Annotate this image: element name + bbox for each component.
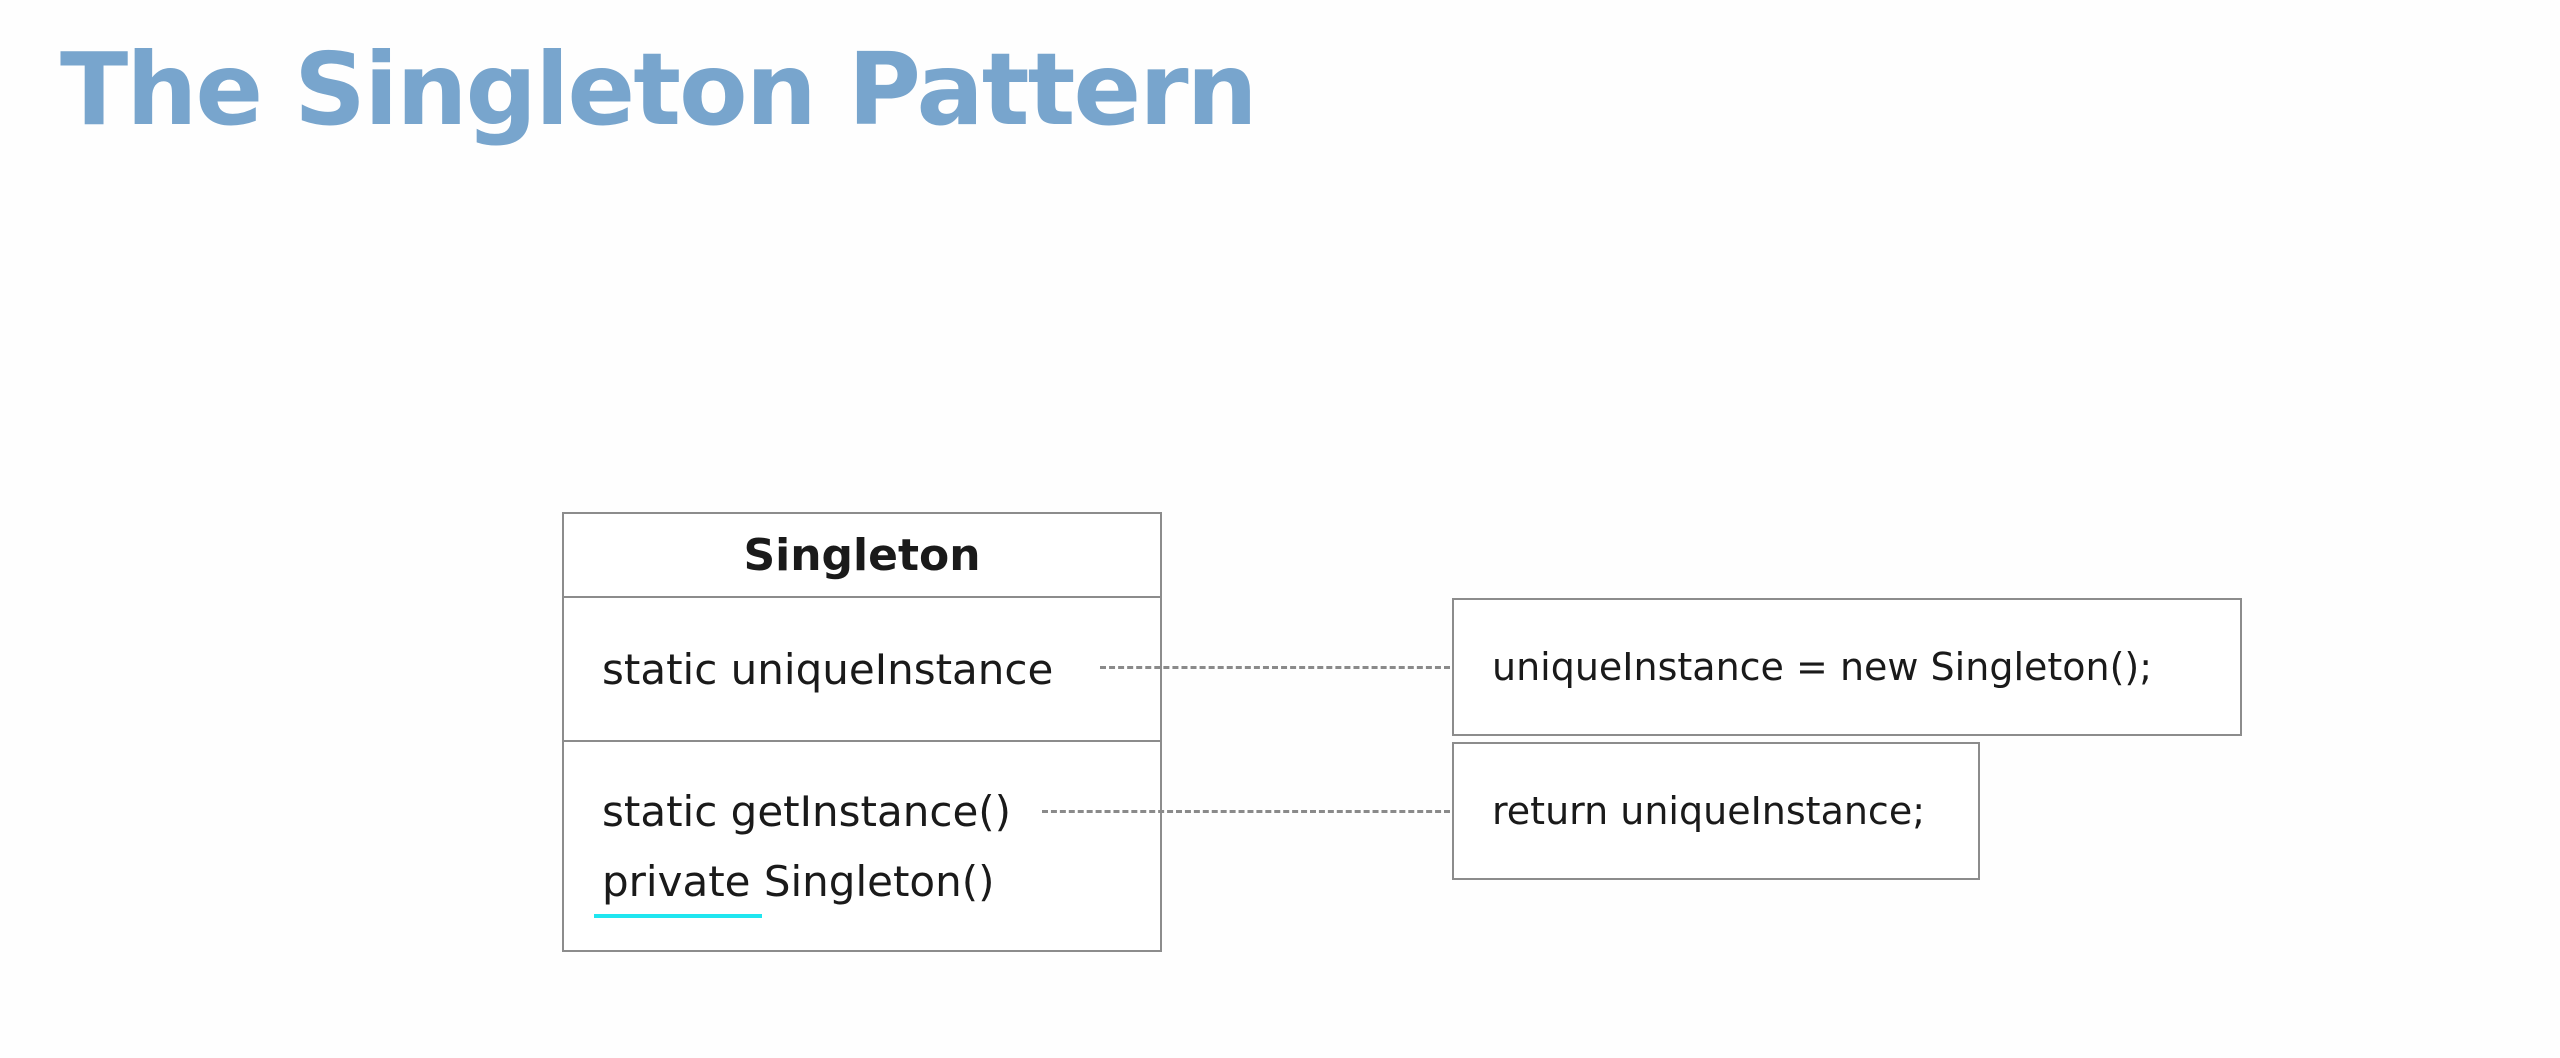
- singleton-class-box: Singleton static uniqueInstance static g…: [562, 512, 1162, 952]
- note-get-instance: return uniqueInstance;: [1452, 742, 1980, 880]
- private-highlight-underline: [594, 914, 762, 918]
- operation-get-instance: static getInstance(): [602, 787, 1012, 836]
- attribute-unique-instance: static uniqueInstance: [602, 645, 1054, 694]
- dashed-connector-unique-instance: [1100, 666, 1450, 669]
- class-operations-compartment: static getInstance() private Singleton(): [564, 742, 1160, 950]
- slide-title: The Singleton Pattern: [60, 31, 1258, 148]
- class-attributes-compartment: static uniqueInstance: [564, 598, 1160, 742]
- note-unique-instance: uniqueInstance = new Singleton();: [1452, 598, 2242, 736]
- dashed-connector-get-instance: [1042, 810, 1450, 813]
- class-name: Singleton: [564, 514, 1160, 598]
- operation-private-constructor: private Singleton(): [602, 857, 995, 906]
